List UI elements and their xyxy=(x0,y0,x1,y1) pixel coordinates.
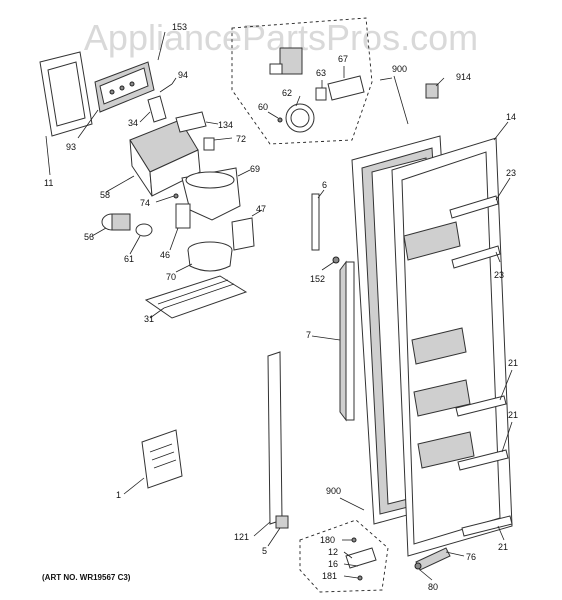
callout-69: 69 xyxy=(250,164,260,174)
control-panel-part xyxy=(77,31,166,139)
callout-16: 16 xyxy=(328,559,338,569)
callout-11: 11 xyxy=(44,178,53,188)
callout-47: 47 xyxy=(256,204,266,214)
art-number: (ART NO. WR19567 C3) xyxy=(42,573,131,582)
bushing-part xyxy=(414,562,433,581)
clip-part xyxy=(203,137,233,151)
callout-152: 152 xyxy=(310,274,325,284)
callout-7: 7 xyxy=(306,330,311,340)
callout-62: 62 xyxy=(282,88,292,98)
callout-12: 12 xyxy=(328,547,338,557)
callout-60: 60 xyxy=(258,102,268,112)
callout-181: 181 xyxy=(322,571,337,581)
trim-cap-part xyxy=(267,515,289,547)
callout-23-upper: 23 xyxy=(506,168,516,178)
callout-labels: 153 94 93 34 134 72 11 58 69 74 6 47 56 … xyxy=(44,22,518,592)
callout-121: 121 xyxy=(234,532,249,542)
callout-61: 61 xyxy=(124,254,134,264)
hinge-inset xyxy=(299,519,389,593)
callout-63: 63 xyxy=(316,68,326,78)
bin-bar-part xyxy=(455,369,513,541)
screw-part-2 xyxy=(321,256,340,271)
callout-6: 6 xyxy=(322,180,327,190)
callout-14: 14 xyxy=(506,112,516,122)
callout-180: 180 xyxy=(320,535,335,545)
filter-cap-part xyxy=(425,77,445,99)
callout-74: 74 xyxy=(140,198,150,208)
side-trim-part xyxy=(253,351,283,537)
screw-part xyxy=(159,77,177,93)
lever-part xyxy=(175,111,219,133)
callout-21-middle: 21 xyxy=(508,410,518,420)
callout-46: 46 xyxy=(160,250,170,260)
shield-part xyxy=(175,241,233,273)
callout-72: 72 xyxy=(236,134,246,144)
callout-67: 67 xyxy=(338,54,348,64)
callout-900-bottom: 900 xyxy=(326,486,341,496)
callout-70: 70 xyxy=(166,272,176,282)
door-shelves xyxy=(403,221,475,469)
callout-914: 914 xyxy=(456,72,471,82)
callout-93: 93 xyxy=(66,142,76,152)
callout-900-top: 900 xyxy=(392,64,407,74)
motor-part xyxy=(91,213,131,237)
coupler-part xyxy=(129,223,153,255)
handle-part xyxy=(311,260,355,422)
trim-strip-part xyxy=(311,189,325,251)
drip-tray-part xyxy=(144,275,248,319)
pin-part xyxy=(155,193,179,203)
callout-58: 58 xyxy=(100,190,110,200)
callout-21-upper: 21 xyxy=(508,358,518,368)
callout-1: 1 xyxy=(116,490,121,500)
dispenser-housing-part xyxy=(105,119,201,197)
switch-part xyxy=(169,203,191,251)
shelf-bar-part xyxy=(449,177,511,269)
manual-part xyxy=(123,429,183,495)
callout-76: 76 xyxy=(466,552,476,562)
bracket-part xyxy=(139,95,167,123)
actuator-part xyxy=(231,209,263,251)
callout-21-lower: 21 xyxy=(498,542,508,552)
valve-inset xyxy=(231,17,373,145)
callout-56: 56 xyxy=(84,232,94,242)
callout-94: 94 xyxy=(178,70,188,80)
callout-5: 5 xyxy=(262,546,267,556)
callout-134: 134 xyxy=(218,120,233,130)
callout-34: 34 xyxy=(128,118,138,128)
chute-part xyxy=(181,167,251,221)
callout-80: 80 xyxy=(428,582,438,592)
callout-31: 31 xyxy=(144,314,154,324)
callout-153: 153 xyxy=(172,22,187,32)
dispenser-frame-part xyxy=(39,51,93,176)
callout-23-lower: 23 xyxy=(494,270,504,280)
